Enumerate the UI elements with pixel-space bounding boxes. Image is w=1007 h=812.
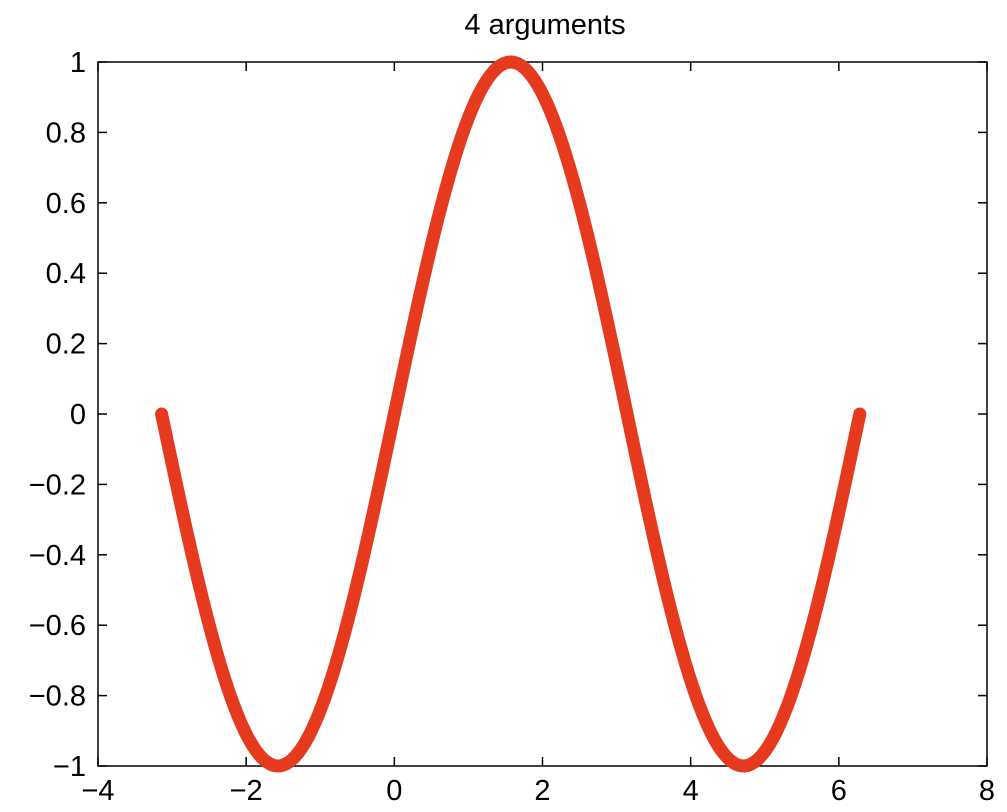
x-tick-label: 8	[979, 775, 995, 807]
x-axis-tick-labels: −4 −2 0 2 4 6 8	[81, 775, 995, 807]
x-tick-label: 0	[386, 775, 402, 807]
x-tick-label: −2	[230, 775, 263, 807]
series-line	[155, 55, 867, 773]
y-tick-label: −0.6	[29, 610, 86, 642]
y-tick-label: 0.4	[46, 258, 86, 290]
x-tick-label: −4	[81, 775, 114, 807]
y-axis-ticks	[98, 61, 987, 767]
y-tick-label: −0.2	[29, 469, 86, 501]
y-tick-label: 0.2	[46, 329, 86, 361]
y-tick-label: 1	[70, 47, 86, 79]
y-tick-label: −0.8	[29, 681, 86, 713]
x-tick-label: 6	[831, 775, 847, 807]
y-axis-tick-labels: −1 −0.8 −0.6 −0.4 −0.2 0 0.2 0.4 0.6 0.8 1	[29, 47, 86, 783]
series-layer	[155, 55, 867, 773]
x-tick-label: 2	[534, 775, 550, 807]
y-tick-label: −0.4	[29, 540, 86, 572]
y-tick-label: 0.8	[46, 117, 86, 149]
y-tick-label: −1	[53, 751, 86, 783]
x-axis-ticks	[97, 62, 988, 766]
y-tick-label: 0	[70, 399, 86, 431]
chart-title: 4 arguments	[464, 9, 625, 41]
y-tick-label: 0.6	[46, 188, 86, 220]
x-tick-label: 4	[683, 775, 699, 807]
